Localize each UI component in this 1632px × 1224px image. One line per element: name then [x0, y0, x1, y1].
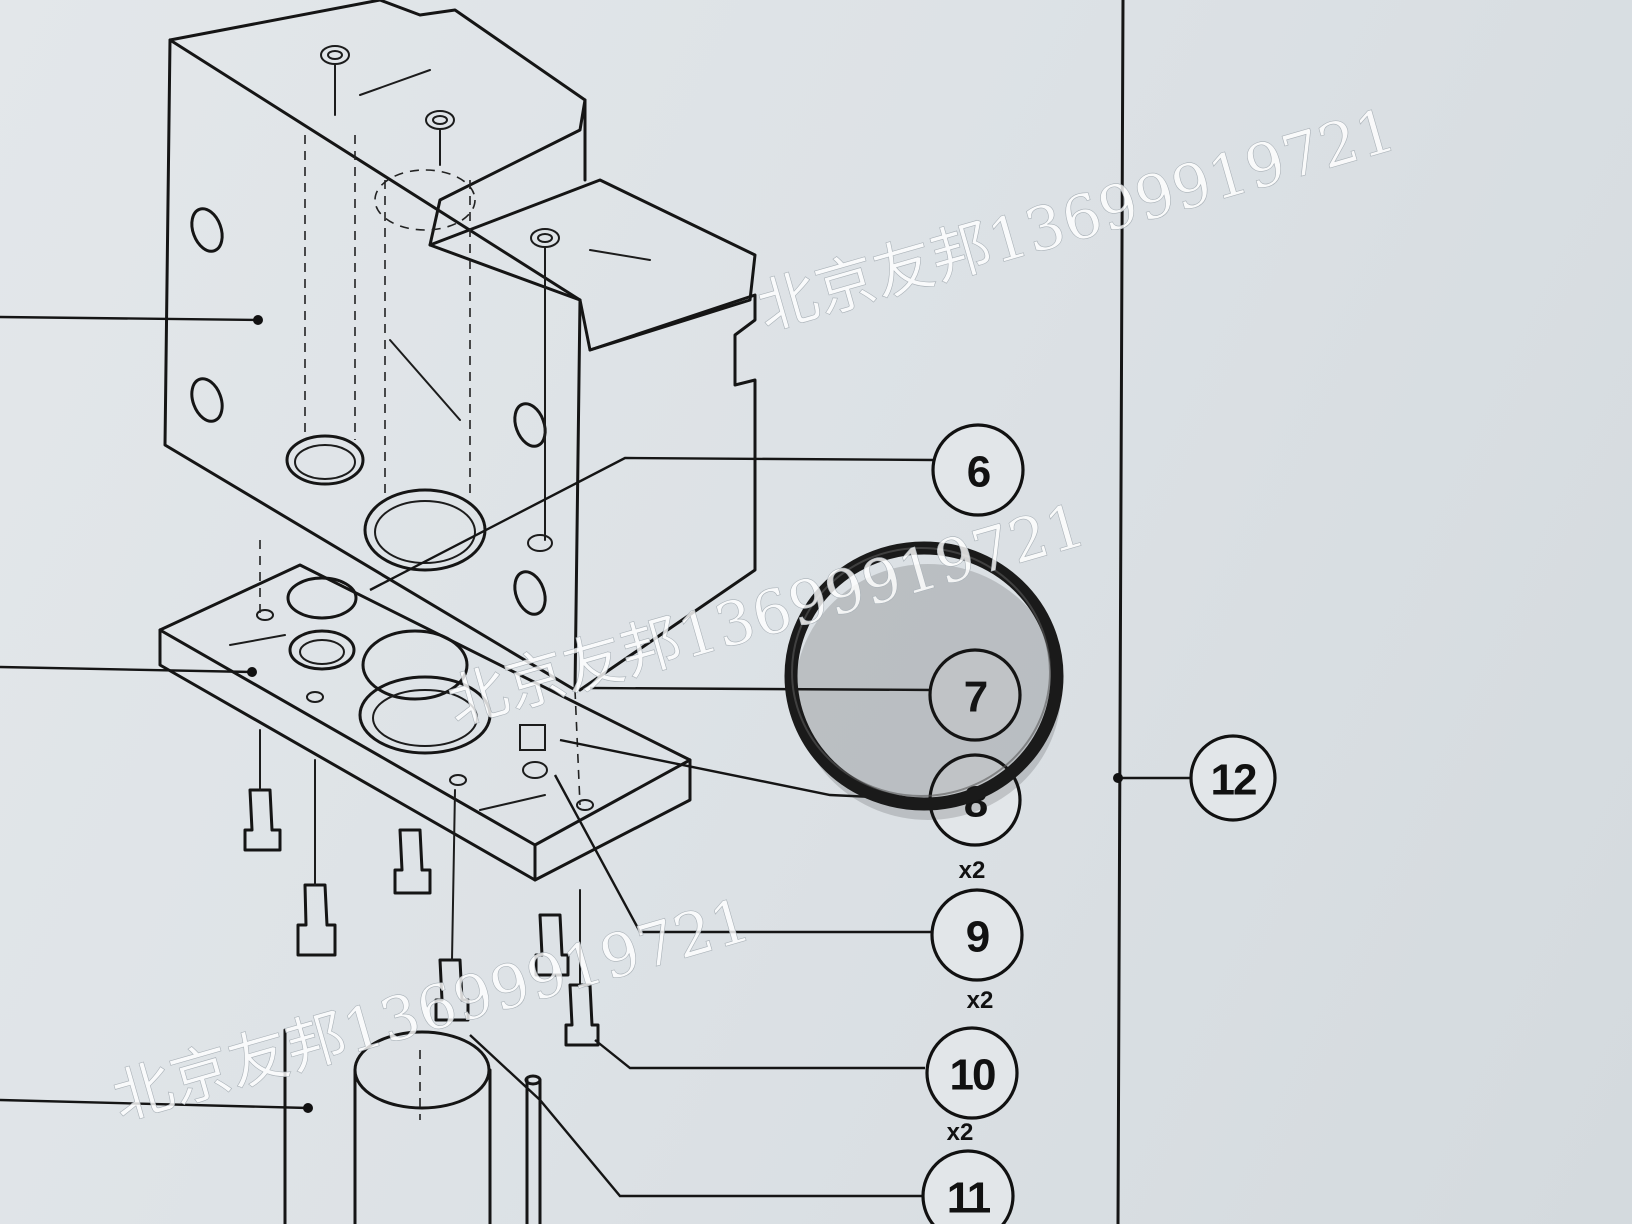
- valve-block: [163, 0, 757, 692]
- callout-6: 6: [931, 423, 1025, 517]
- callout-12-label: 12: [1211, 756, 1256, 805]
- callout-10-label: 10: [950, 1051, 995, 1100]
- gasket-plate: [158, 540, 692, 882]
- watermark-text: 北京友邦13699919721: [105, 885, 759, 1134]
- cylinder-part: [283, 1028, 542, 1224]
- callout-10: 10: [925, 1026, 1019, 1120]
- frame-border-line: [1116, 0, 1125, 1224]
- callout-12: 12: [1189, 734, 1277, 822]
- quantity-10: x2: [947, 1119, 974, 1146]
- left-leader-lines: [0, 315, 313, 1113]
- quantity-8: x2: [959, 857, 986, 884]
- callout-9: 9: [930, 888, 1024, 982]
- callout-7-label: 7: [964, 673, 987, 722]
- callout-leader-lines: [369, 456, 1190, 1198]
- callout-9-label: 9: [966, 913, 989, 962]
- callout-11: 11: [921, 1149, 1015, 1224]
- screws: [243, 729, 600, 1047]
- watermarks: 北京友邦13699919721 北京友邦13699919721 北京友邦1369…: [105, 95, 1404, 1135]
- o-ring: [784, 541, 1064, 820]
- callout-11-label: 11: [947, 1174, 991, 1223]
- quantity-9: x2: [967, 987, 994, 1014]
- callout-7: 7: [928, 648, 1022, 742]
- callout-6-label: 6: [967, 448, 990, 497]
- watermark-text: 北京友邦13699919721: [750, 95, 1404, 344]
